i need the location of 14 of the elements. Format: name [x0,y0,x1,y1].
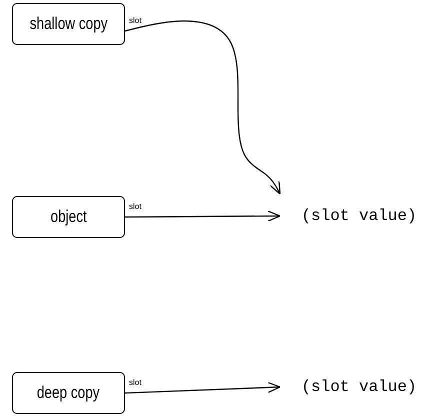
node-label: object [50,210,87,224]
arrow [124,382,281,394]
node-label: shallow copy [30,17,108,31]
node-label: deep copy [37,386,100,400]
process-box [12,196,125,238]
node-label: (slot value) [301,378,417,396]
process-box [12,372,125,414]
process-box [12,3,125,45]
edge-label: slot [129,16,142,25]
edge-label: slot [129,202,142,211]
node-label: (slot value) [301,207,417,225]
arrow [124,20,281,195]
edge-label: slot [129,378,142,387]
arrow [125,210,281,222]
